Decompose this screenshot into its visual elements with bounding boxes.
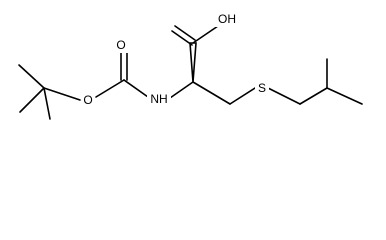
chemical-structure: OH O O NH S bbox=[18, 11, 363, 120]
sulfur-label-bg bbox=[255, 80, 269, 96]
atom-ester-oxygen-label: O bbox=[83, 93, 92, 107]
bond-tbu-methyl-left bbox=[19, 87, 45, 113]
bond-carbonyl-to-nitrogen bbox=[123, 79, 149, 98]
stereo-hash-bond bbox=[189, 42, 197, 83]
oh-label-bg bbox=[214, 11, 240, 27]
bond-isobutyl-ch2-to-ch bbox=[299, 87, 328, 105]
carbamate-oxygen-label-bg bbox=[114, 37, 128, 53]
bond-sulfur-to-isobutyl-ch2 bbox=[267, 87, 301, 105]
bond-tbu-methyl-top bbox=[18, 64, 45, 89]
atom-oh-label: OH bbox=[218, 12, 236, 26]
bond-tbu-to-ester-oxygen bbox=[43, 87, 81, 101]
atom-carbamate-oxygen-label: O bbox=[116, 38, 125, 52]
bond-alpha-to-methylene bbox=[192, 81, 231, 105]
atom-sulfur-label: S bbox=[258, 81, 266, 95]
bond-nitrogen-to-alpha-carbon bbox=[169, 81, 194, 99]
bond-ester-oxygen-to-carbonyl bbox=[95, 79, 125, 98]
bond-acid-carbon-to-oh bbox=[192, 25, 219, 44]
bond-tbu-methyl-bottom bbox=[43, 87, 51, 120]
bond-isobutyl-ch-to-methyl-right bbox=[326, 87, 363, 105]
nitrogen-label-bg bbox=[147, 91, 171, 107]
atom-nitrogen-label: NH bbox=[150, 92, 167, 106]
structure-canvas: OH O O NH S bbox=[18, 11, 363, 120]
bond-acid-carbon-double-a bbox=[171, 30, 193, 46]
bond-methylene-to-sulfur bbox=[229, 87, 256, 105]
ester-oxygen-label-bg bbox=[81, 92, 95, 108]
bond-acid-carbon-double-b bbox=[174, 25, 196, 41]
